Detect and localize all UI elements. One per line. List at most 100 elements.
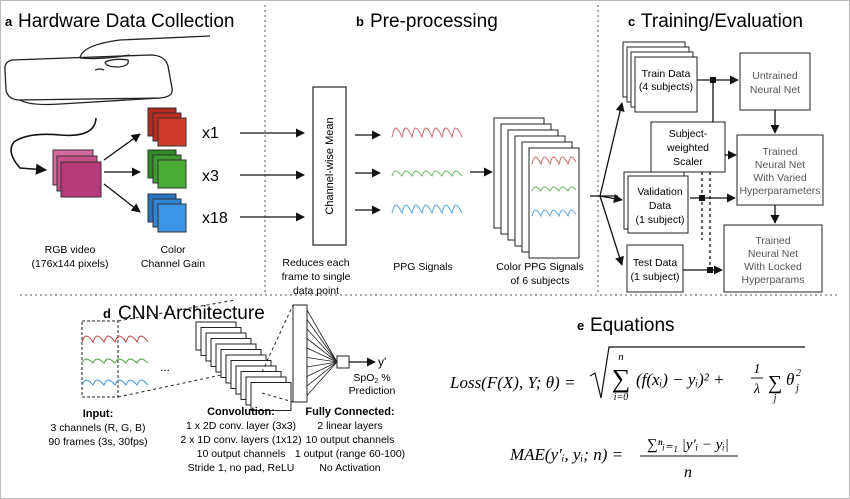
train-data-stack	[622, 41, 698, 113]
panel-a-title: Hardware Data Collection	[18, 11, 235, 32]
loss-lhs: Loss(F(X), Y; θ) =	[449, 373, 575, 392]
test-data-label-1: Test Data	[633, 257, 678, 269]
mae-equation: MAE(y′ᵢ, yᵢ; n) = ∑ⁿᵢ₌₁ |y′ᵢ − yᵢ| n	[509, 437, 738, 481]
panel-d-letter: d	[103, 306, 111, 321]
trained-locked-label-1: Trained	[755, 235, 790, 247]
trained-locked-box	[723, 224, 823, 293]
trained-locked-label-4: Hyperparams	[741, 274, 804, 286]
reduce-label-1: Reduces each	[282, 257, 349, 269]
trained-varied-label-1: Trained	[762, 146, 797, 158]
ppg-sheet	[528, 147, 580, 259]
color-ppg-label-1: Color PPG Signals	[496, 261, 584, 273]
loss-theta: θ	[786, 370, 794, 389]
loss-theta-sup: 2	[796, 368, 801, 379]
validation-label-2: Data	[649, 200, 671, 212]
color-gain-label-1: Color	[160, 244, 186, 256]
test-data-box	[626, 244, 684, 293]
rgb-video-stack	[52, 149, 102, 198]
red-ppg-signal	[391, 127, 463, 139]
trained-locked-label-3: With Locked	[744, 261, 802, 273]
fc-title: Fully Connected:	[305, 406, 394, 418]
reduce-label-2: frame to single	[282, 271, 351, 283]
gain-label-x1: x1	[202, 125, 219, 142]
panel-b-letter: b	[356, 14, 364, 29]
conv-layer	[250, 382, 292, 411]
trained-varied-label-2: Neural Net	[755, 159, 805, 171]
loss-equation: Loss(F(X), Y; θ) = n ∑ i=0 (f(xᵢ) − yᵢ)²…	[449, 346, 805, 404]
panel-e: e Equations Loss(F(X), Y; θ) = n ∑ i=0 (…	[449, 315, 805, 481]
loss-term: (f(xᵢ) − yᵢ)² +	[636, 370, 725, 389]
cnn-input-red-signal	[81, 335, 149, 343]
fc-connection	[306, 347, 338, 363]
fc-connection	[306, 361, 338, 377]
rgb-video-label-2: (176x144 pixels)	[31, 258, 108, 270]
mae-denominator: n	[684, 464, 692, 481]
panel-d: d CNN Architecture ... y' SpO2 % Predict…	[48, 299, 405, 474]
conv-desc-3: 10 output channels	[197, 448, 286, 460]
loss-frac-num: 1	[754, 362, 761, 377]
ppg-signals-label: PPG Signals	[393, 261, 453, 273]
untrained-nn-label-2: Neural Net	[750, 84, 800, 96]
cnn-input-blue-signal	[81, 379, 149, 386]
fc-connection	[306, 357, 338, 363]
scaler-box	[650, 121, 726, 173]
trained-varied-label-4: Hyperparameters	[739, 185, 820, 197]
untrained-nn-box	[739, 52, 811, 111]
trained-locked-label-2: Neural Net	[748, 248, 798, 260]
panel-c-title: Training/Evaluation	[641, 11, 803, 32]
fc-connection	[306, 319, 338, 363]
fc-desc-2: 10 output channels	[306, 434, 395, 446]
red-channel-stack	[147, 107, 187, 147]
scaler-label-3: Scaler	[673, 156, 703, 168]
panel-b-title: Pre-processing	[370, 11, 498, 32]
validation-data-box	[623, 171, 689, 234]
conv-layer-stack	[195, 321, 292, 411]
test-data-label-2: (1 subject)	[630, 271, 679, 283]
conv-desc-2: 2 x 1D conv. layers (1x12)	[180, 434, 301, 446]
channel-mean-label: Channel-wise Mean	[324, 117, 336, 214]
color-ppg-stack	[493, 117, 580, 259]
loss-sqrt-sign	[589, 346, 805, 399]
fc-connection	[306, 309, 338, 363]
arrow-to-blue	[103, 183, 141, 213]
fc-connection	[306, 361, 338, 387]
ppg-sheet-signal	[531, 209, 577, 218]
arrow-to-red	[103, 133, 141, 161]
gain-label-x3: x3	[202, 168, 219, 185]
scaler-label-2: weighted	[666, 142, 709, 154]
scaler-label-1: Subject-	[669, 128, 708, 140]
panel-b: b Pre-processing Channel-wise Mean Reduc…	[282, 11, 618, 297]
input-desc-1: 3 channels (R, G, B)	[50, 422, 145, 434]
loss-sum2-bottom: j	[772, 393, 777, 404]
output-node	[336, 355, 350, 369]
conv-desc-4: Stride 1, no pad, ReLU	[188, 462, 295, 474]
ppg-sheet-signal	[531, 186, 577, 192]
prediction-label-1: SpO2 %	[353, 372, 390, 385]
arrow-to-train-data	[599, 102, 625, 197]
panel-d-title: CNN Architecture	[118, 303, 265, 324]
input-projection-lines	[117, 299, 236, 398]
conv-title: Convolution:	[207, 406, 275, 418]
loss-sum2-symbol: ∑	[768, 372, 782, 394]
panel-separators	[20, 5, 840, 296]
fc-desc-3: 1 output (range 60-100)	[295, 448, 405, 460]
trained-varied-label-3: With Varied	[753, 172, 807, 184]
loss-frac-den: λ	[753, 382, 760, 397]
channel-mean-box	[312, 86, 347, 246]
ppg-sheet-signal	[531, 156, 577, 166]
input-desc-2: 90 frames (3s, 30fps)	[48, 436, 147, 448]
fc-connection	[306, 361, 338, 368]
panel-e-letter: e	[577, 318, 584, 333]
rgb-video-label-1: RGB video	[45, 244, 96, 256]
cnn-ellipsis: ...	[160, 360, 170, 374]
reduce-label-3: data point	[293, 285, 339, 297]
panel-c: c Training/Evaluation Train Data (4 subj…	[599, 11, 824, 293]
train-data-label-2: (4 subjects)	[639, 81, 693, 93]
loss-sum-symbol: ∑	[612, 364, 631, 393]
panel-a-letter: a	[5, 14, 13, 29]
mae-lhs: MAE(y′ᵢ, yᵢ; n) =	[509, 445, 623, 464]
blue-channel-stack	[147, 193, 187, 233]
fc-connection	[306, 338, 338, 363]
cnn-input-green-signal	[81, 358, 149, 364]
